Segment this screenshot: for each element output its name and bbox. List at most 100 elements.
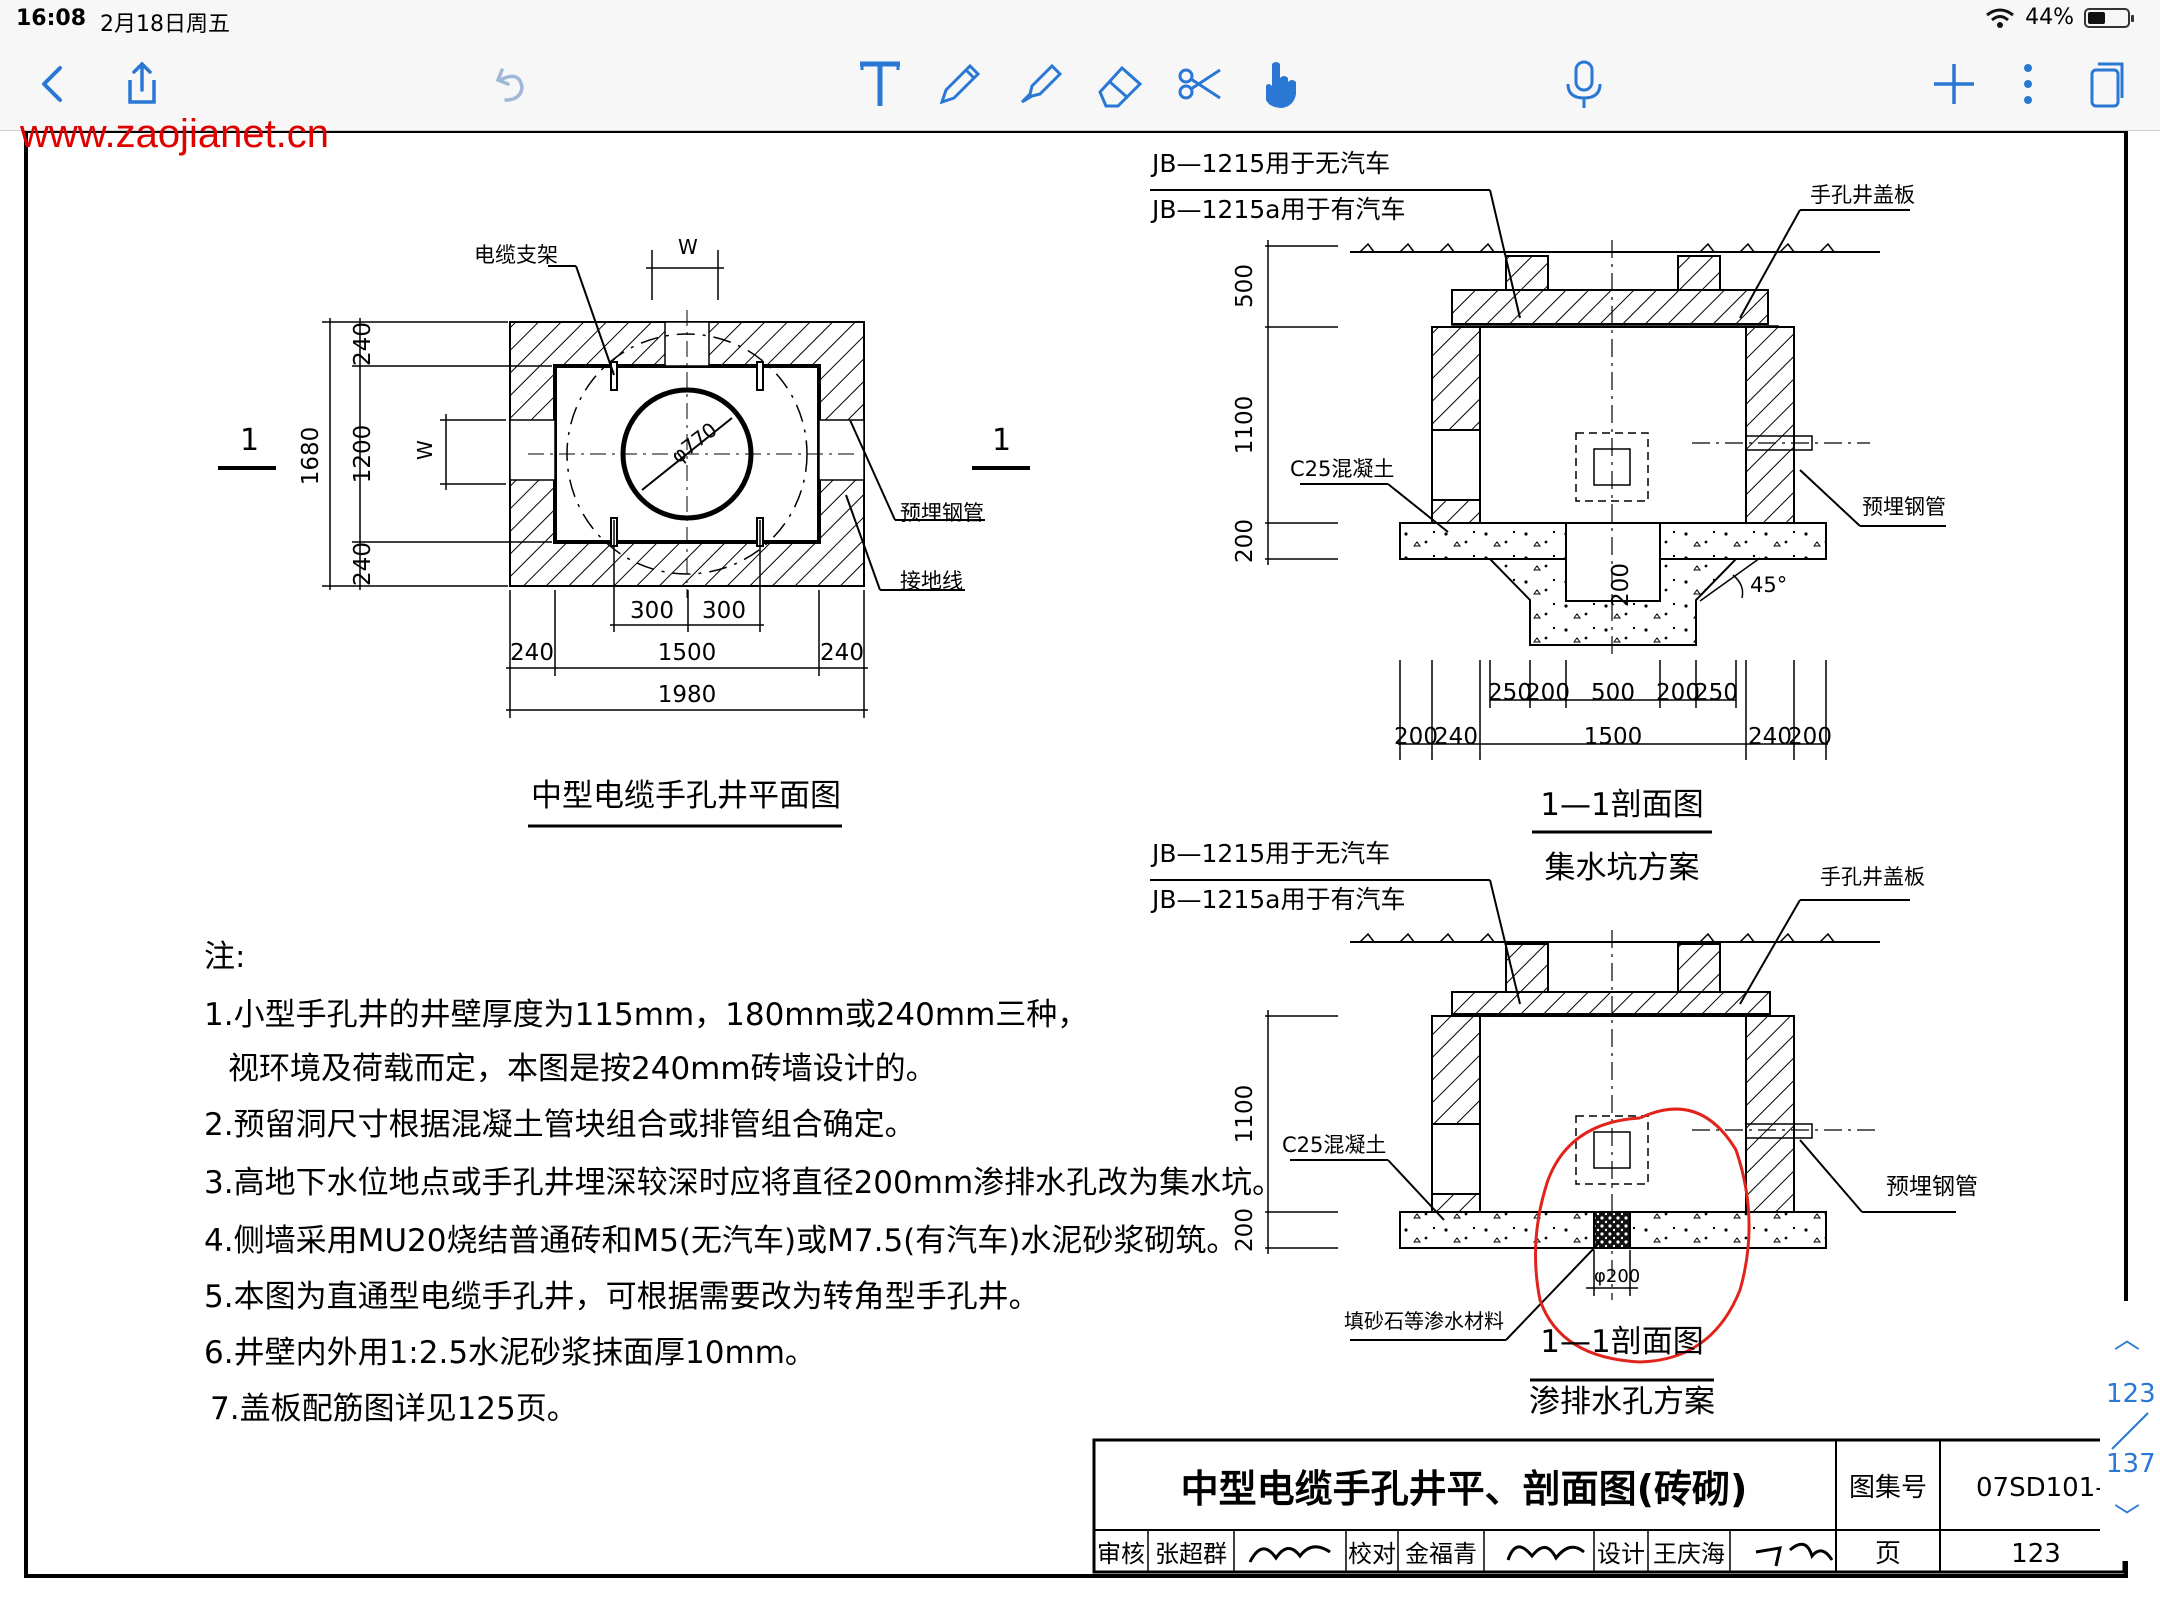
chevron-down-icon[interactable]: ﹀ xyxy=(2114,1503,2141,1533)
section-bottom-subtitle: 渗排水孔方案 xyxy=(1529,1384,1715,1420)
cover-slab xyxy=(1451,289,1769,325)
label-ground-wire: 接地线 xyxy=(900,569,963,593)
dim-r2-5: 200 xyxy=(1788,724,1832,750)
dim-r2-3: 1500 xyxy=(1584,724,1643,750)
dim-500: 500 xyxy=(1232,264,1258,308)
touch-hand-icon[interactable] xyxy=(1246,52,1310,116)
checker-name: 金福青 xyxy=(1405,1540,1477,1568)
label-w-left: W xyxy=(413,440,437,460)
label-jb-with-car-2: JB—1215a用于有汽车 xyxy=(1150,885,1405,914)
drawing-canvas: 电缆支架 预埋钢管 接地线 W W φ770 1 1 1680 240 1200… xyxy=(24,131,2128,1578)
note-line: 1.小型手孔井的井壁厚度为115mm，180mm或240mm三种， xyxy=(204,997,1089,1033)
dim-total-v: 1680 xyxy=(298,427,324,486)
dim-h-3: 240 xyxy=(820,640,864,666)
status-right: 44% xyxy=(1985,5,2134,30)
note-line: 4.侧墙采用MU20烧结普通砖和M5(无汽车)或M7.5(有汽车)水泥砂浆砌筑。 xyxy=(204,1223,1238,1259)
pages-icon[interactable] xyxy=(2072,52,2136,116)
section-mark-right: 1 xyxy=(992,423,1011,458)
dim-v-1: 240 xyxy=(350,322,376,366)
page-number: 123 xyxy=(2011,1539,2061,1569)
dim-200: 200 xyxy=(1232,519,1258,563)
label-pipe-2: 预埋钢管 xyxy=(1886,1174,1978,1200)
note-line: 5.本图为直通型电缆手孔井，可根据需要改为转角型手孔井。 xyxy=(204,1279,1040,1315)
drawing-title: 中型电缆手孔井平、剖面图(砖砌) xyxy=(1181,1467,1748,1511)
chamber xyxy=(1479,326,1747,524)
add-icon[interactable] xyxy=(1922,52,1986,116)
back-icon[interactable] xyxy=(22,52,86,116)
dim-inner-2: 300 xyxy=(702,598,746,624)
dim-v-2: 1200 xyxy=(350,425,376,484)
dim-h-2: 1500 xyxy=(658,640,717,666)
note-line: 6.井壁内外用1:2.5水泥砂浆抹面厚10mm。 xyxy=(204,1335,816,1371)
signature-designer xyxy=(1755,1542,1834,1567)
check-label: 校对 xyxy=(1348,1540,1396,1568)
section-top xyxy=(1150,189,1946,834)
plan-view xyxy=(218,250,1030,828)
page-scrubber[interactable]: ︿ 123 137 ﹀ xyxy=(2100,1301,2160,1561)
toolbar xyxy=(0,40,2160,131)
dim-200-b: 200 xyxy=(1232,1208,1258,1252)
dim-1100: 1100 xyxy=(1232,396,1258,455)
title-block-labels: 中型电缆手孔井平、剖面图(砖砌) 图集号 07SD101-8 页 123 审核 … xyxy=(1097,1467,2121,1569)
label-pipe: 预埋钢管 xyxy=(1862,495,1946,519)
dim-1100-b: 1100 xyxy=(1232,1085,1258,1144)
dim-pit: 200 xyxy=(1608,563,1634,607)
right-wall xyxy=(1745,326,1795,524)
label-jb-no-car-2: JB—1215用于无汽车 xyxy=(1150,839,1390,868)
lasso-scissors-icon[interactable] xyxy=(1168,52,1232,116)
eraser-tool-icon[interactable] xyxy=(1088,52,1152,116)
undo-icon[interactable] xyxy=(478,52,542,116)
label-jb-no-car: JB—1215用于无汽车 xyxy=(1150,149,1390,178)
chevron-up-icon[interactable]: ︿ xyxy=(2114,1325,2141,1355)
section-top-subtitle: 集水坑方案 xyxy=(1545,850,1700,886)
design-label: 设计 xyxy=(1597,1540,1645,1568)
status-bar: 16:08 2月18日周五 44% xyxy=(0,0,2160,40)
status-date: 2月18日周五 xyxy=(100,12,230,37)
dim-r2-2: 240 xyxy=(1434,724,1478,750)
status-time: 16:08 xyxy=(16,6,87,31)
pager-divider xyxy=(2111,1412,2149,1450)
highlighter-tool-icon[interactable] xyxy=(1008,52,1072,116)
dim-total-h: 1980 xyxy=(658,682,717,708)
pager-current: 123 xyxy=(2106,1379,2156,1409)
text-tool-icon[interactable] xyxy=(848,52,912,116)
section-bottom xyxy=(1150,879,1956,1382)
atlas-number: 07SD101-8 xyxy=(1976,1473,2121,1503)
dim-r2-1: 200 xyxy=(1394,724,1438,750)
pager-total: 137 xyxy=(2106,1449,2156,1479)
dim-v-3: 240 xyxy=(350,542,376,586)
watermark: www.zaojianet.cn xyxy=(20,112,330,156)
microphone-icon[interactable] xyxy=(1552,52,1616,116)
share-icon[interactable] xyxy=(110,52,174,116)
pen-tool-icon[interactable] xyxy=(928,52,992,116)
atlas-label: 图集号 xyxy=(1849,1473,1927,1503)
plan-right-opening xyxy=(818,419,865,481)
battery-percent: 44% xyxy=(2025,5,2074,30)
dim-r1-3: 500 xyxy=(1591,680,1635,706)
label-embedded-pipe: 预埋钢管 xyxy=(900,501,984,525)
label-jb-with-car: JB—1215a用于有汽车 xyxy=(1150,195,1405,224)
angle-45: 45° xyxy=(1750,573,1787,597)
label-cover-plate-2: 手孔井盖板 xyxy=(1820,865,1925,889)
label-c25: C25混凝土 xyxy=(1290,457,1394,481)
signature-reviewer xyxy=(1248,1545,1331,1563)
label-hole-diameter: φ200 xyxy=(1594,1266,1640,1287)
more-icon[interactable] xyxy=(1996,52,2060,116)
review-label: 审核 xyxy=(1097,1540,1145,1568)
plan-left-opening xyxy=(509,419,556,481)
dim-r2-4: 240 xyxy=(1748,724,1792,750)
label-cable-bracket: 电缆支架 xyxy=(474,243,558,267)
label-w-top: W xyxy=(678,235,698,259)
cable-bracket xyxy=(610,361,618,391)
title-block xyxy=(1092,1438,2126,1574)
label-c25-2: C25混凝土 xyxy=(1282,1133,1386,1157)
signature-checker xyxy=(1506,1545,1585,1561)
dim-r1-4: 200 xyxy=(1656,680,1700,706)
page-label: 页 xyxy=(1875,1539,1901,1569)
label-fill-material: 填砂石等渗水材料 xyxy=(1344,1309,1504,1333)
label-cover-plate: 手孔井盖板 xyxy=(1810,183,1915,207)
notes-heading: 注: xyxy=(204,939,246,975)
dim-r1-1: 250 xyxy=(1488,680,1532,706)
page-frame xyxy=(24,131,2128,1578)
red-annotation-circle xyxy=(1534,1107,1751,1364)
